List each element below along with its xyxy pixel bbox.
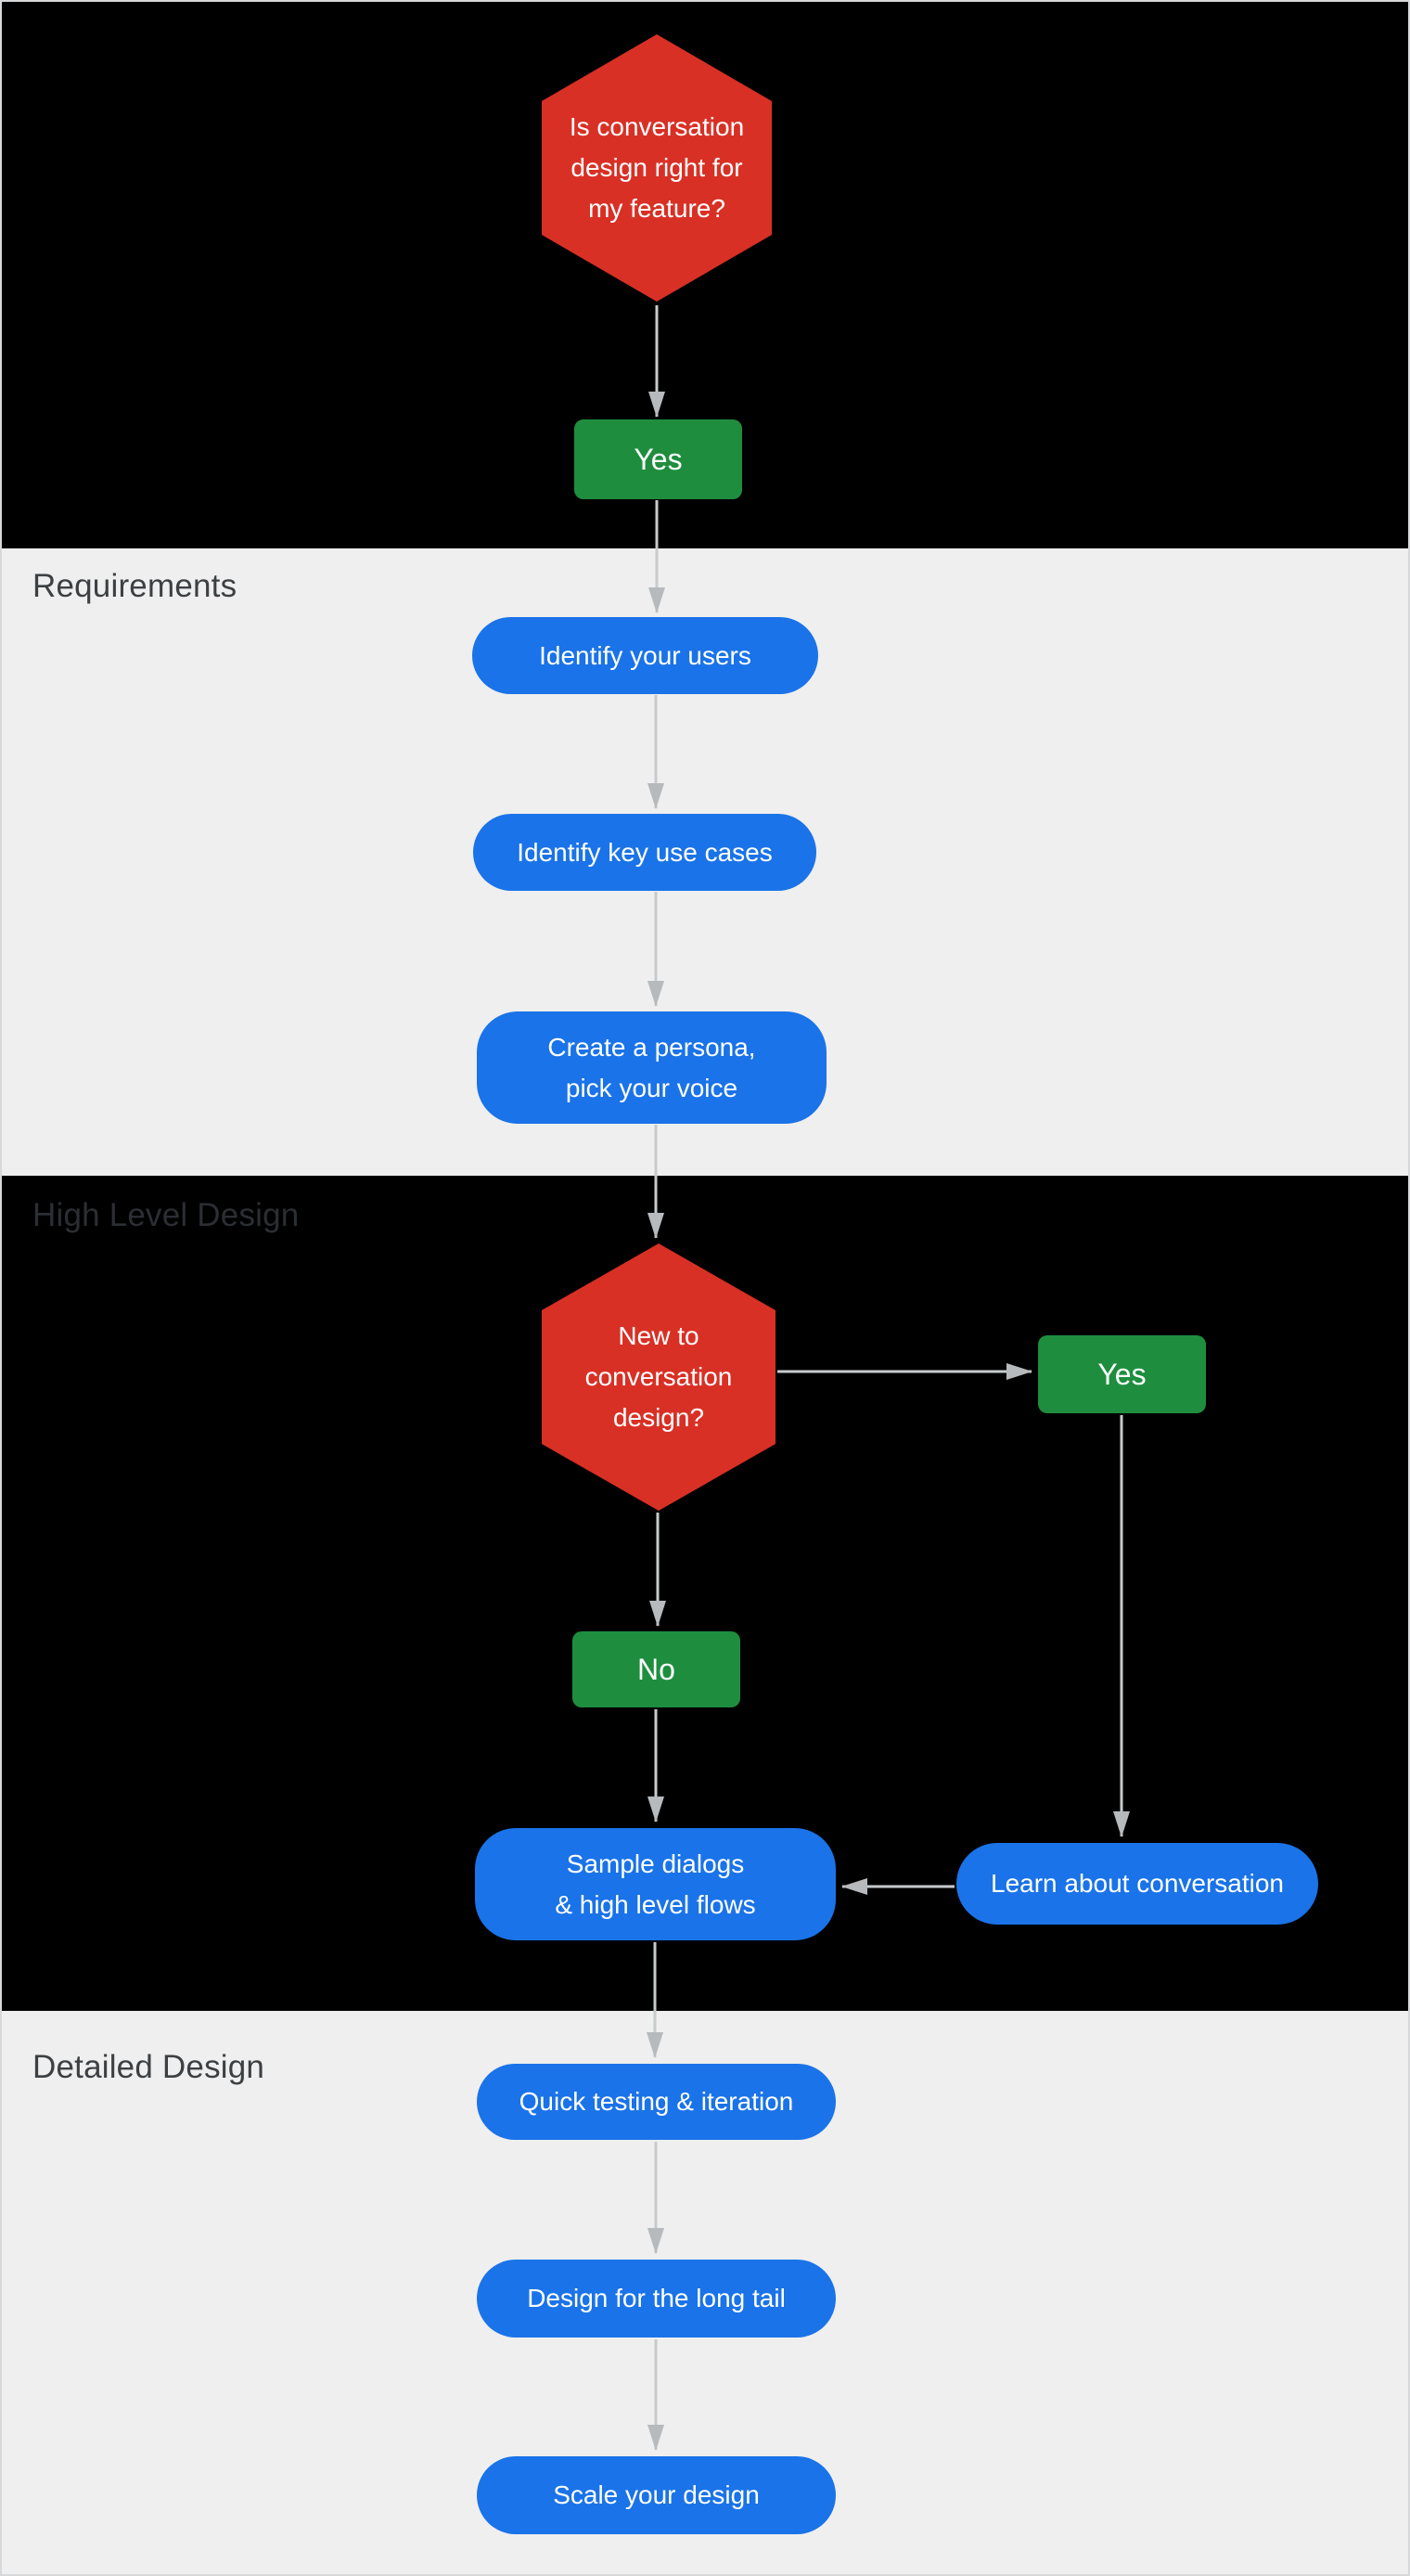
- yes-button-label: Yes: [634, 443, 683, 476]
- step-label: Create a persona, pick your voice: [547, 1032, 756, 1102]
- step-label: Learn about conversation: [991, 1869, 1284, 1898]
- decision-text: Is conversation design right for my feat…: [569, 112, 745, 223]
- step-sample-dialogs-high-level-flows[interactable]: Sample dialogs & high level flows: [475, 1828, 836, 1940]
- step-label: Scale your design: [553, 2480, 760, 2509]
- yes-button-label: Yes: [1097, 1358, 1147, 1391]
- step-create-persona-pick-voice[interactable]: Create a persona, pick your voice: [477, 1011, 827, 1124]
- step-identify-key-use-cases[interactable]: Identify key use cases: [473, 814, 816, 891]
- no-button-label: No: [637, 1653, 675, 1686]
- step-design-for-long-tail[interactable]: Design for the long tail: [477, 2260, 836, 2338]
- step-learn-about-conversation[interactable]: Learn about conversation: [956, 1843, 1318, 1925]
- section-label-requirements: Requirements: [32, 568, 237, 604]
- step-label: Identify key use cases: [517, 837, 773, 867]
- no-button-new[interactable]: No: [572, 1631, 740, 1707]
- decision-new-to-conversation-design: New to conversation design?: [542, 1243, 776, 1511]
- section-label-detailed-design: Detailed Design: [32, 2049, 265, 2085]
- step-label: Design for the long tail: [527, 2284, 786, 2312]
- step-label: Sample dialogs & high level flows: [555, 1848, 756, 1919]
- step-label: Quick testing & iteration: [519, 2087, 794, 2116]
- step-quick-testing-iteration[interactable]: Quick testing & iteration: [477, 2064, 836, 2140]
- decision-text: New to conversation design?: [584, 1321, 733, 1432]
- section-label-high-level-design: High Level Design: [32, 1197, 300, 1233]
- yes-button-start[interactable]: Yes: [574, 419, 742, 499]
- yes-button-new[interactable]: Yes: [1038, 1335, 1206, 1413]
- step-identify-your-users[interactable]: Identify your users: [472, 617, 818, 694]
- step-scale-your-design[interactable]: Scale your design: [477, 2456, 836, 2534]
- step-label: Identify your users: [539, 640, 751, 670]
